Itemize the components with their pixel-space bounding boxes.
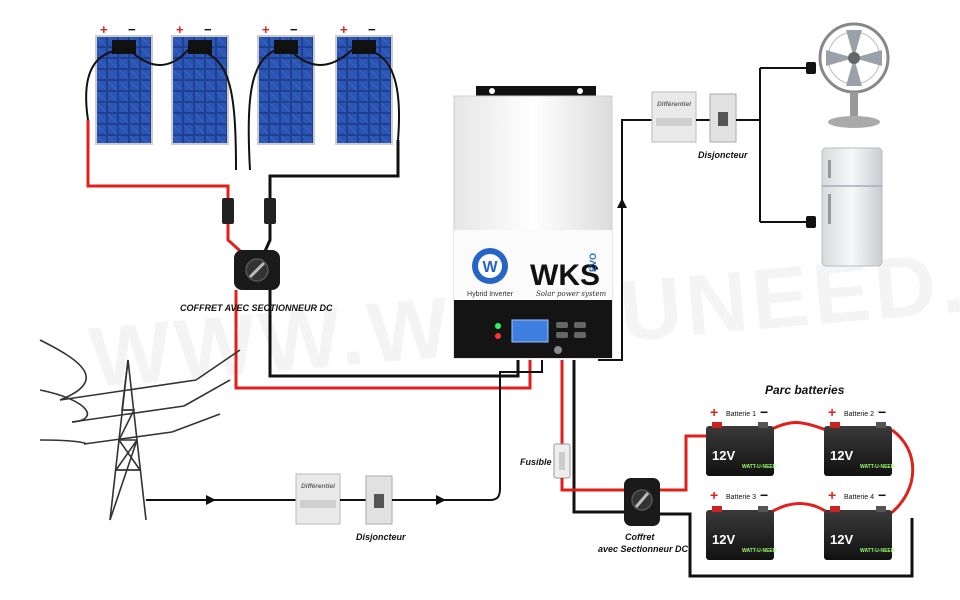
battery-name: Batterie 4 (844, 494, 874, 501)
battery-voltage: 12V (712, 532, 735, 547)
plug-icon (806, 62, 816, 228)
battery-icon: 12V WATT-U-NEED (706, 506, 777, 560)
battery-icon: 12V WATT-U-NEED (706, 422, 777, 476)
battery-plus-sign: + (710, 404, 718, 420)
pv-positive-wire (86, 120, 230, 200)
inverter-variant: EVO (588, 253, 598, 272)
differentiel-label: Différentiel (657, 101, 691, 108)
logo-letter: W (482, 259, 498, 276)
battery-voltage: 12V (830, 448, 853, 463)
battery-brand: WATT-U-NEED (742, 464, 777, 470)
battery-negative-wire (572, 360, 626, 514)
fan-icon (818, 22, 890, 128)
inverter-tagline: Solar power system (536, 290, 606, 298)
battery-minus-sign: − (878, 487, 886, 503)
panel-interconnect-wires (85, 49, 401, 171)
differentiel-label: Différentiel (301, 483, 335, 490)
dc-positive-wire (234, 290, 532, 390)
inverter-brand: WKS (530, 259, 600, 292)
battery-minus-sign: − (878, 404, 886, 420)
panel-minus-sign: − (290, 22, 298, 37)
dc-disconnect-icon (624, 478, 660, 526)
dc-negative-wire (268, 290, 520, 378)
inverter-type: Hybrid Inverter (467, 291, 514, 298)
panel-plus-sign: + (340, 22, 348, 37)
solar-panel-icon (257, 35, 315, 145)
panel-minus-sign: − (204, 22, 212, 37)
pv-negative-wire (268, 140, 400, 200)
battery-plus-sign: + (828, 404, 836, 420)
wks-logo-icon: W (472, 248, 508, 284)
ac-output-wire (598, 119, 652, 361)
arrow-right-icon (206, 495, 216, 505)
panel-plus-sign: + (100, 22, 108, 37)
battery-box-label-line1: Coffret (625, 532, 655, 542)
breaker-top-label: Disjoncteur (698, 150, 748, 160)
differential-breaker-icon: Différentiel (295, 473, 341, 525)
dc-disconnect-icon (234, 250, 280, 290)
battery-minus-sign: − (760, 404, 768, 420)
refrigerator-icon (821, 147, 883, 267)
battery-icon: 12V WATT-U-NEED (824, 506, 895, 560)
breaker-icon (365, 475, 393, 525)
differential-breaker-icon: Différentiel (651, 91, 697, 143)
fuse-label: Fusible (520, 457, 552, 467)
battery-voltage: 12V (712, 448, 735, 463)
breaker-bottom-label: Disjoncteur (356, 532, 406, 542)
breaker-icon (709, 93, 737, 143)
battery-brand: WATT-U-NEED (742, 548, 777, 554)
battery-box-label-line2: avec Sectionneur DC (598, 544, 689, 554)
panel-plus-sign: + (176, 22, 184, 37)
battery-name: Batterie 1 (726, 411, 756, 418)
arrow-right-icon (436, 495, 446, 505)
panel-minus-sign: − (128, 22, 136, 37)
panel-minus-sign: − (368, 22, 376, 37)
grid-input-wire (392, 360, 543, 501)
inverter (453, 86, 613, 359)
lcd-display (511, 319, 549, 343)
battery-name: Batterie 3 (726, 494, 756, 501)
solar-panel-icon (171, 35, 229, 145)
battery-minus-sign: − (760, 487, 768, 503)
transmission-tower-icon (39, 339, 241, 521)
load-wires (759, 67, 808, 223)
battery-name: Batterie 2 (844, 411, 874, 418)
battery-plus-sign: + (828, 487, 836, 503)
battery-bank-title: Parc batteries (765, 383, 845, 397)
battery-voltage: 12V (830, 532, 853, 547)
panel-plus-sign: + (262, 22, 270, 37)
solar-panel-icon (95, 35, 153, 145)
mc4-connector-icon (222, 198, 276, 224)
solar-panel-icon (335, 35, 393, 145)
fuse-icon (553, 443, 571, 479)
arrow-up-icon (617, 198, 627, 208)
dc-box-label: COFFRET AVEC SECTIONNEUR DC (180, 303, 333, 313)
battery-icon: 12V WATT-U-NEED (824, 422, 895, 476)
battery-brand: WATT-U-NEED (860, 548, 895, 554)
battery-plus-sign: + (710, 487, 718, 503)
power-button-icon (554, 346, 562, 354)
battery-brand: WATT-U-NEED (860, 464, 895, 470)
